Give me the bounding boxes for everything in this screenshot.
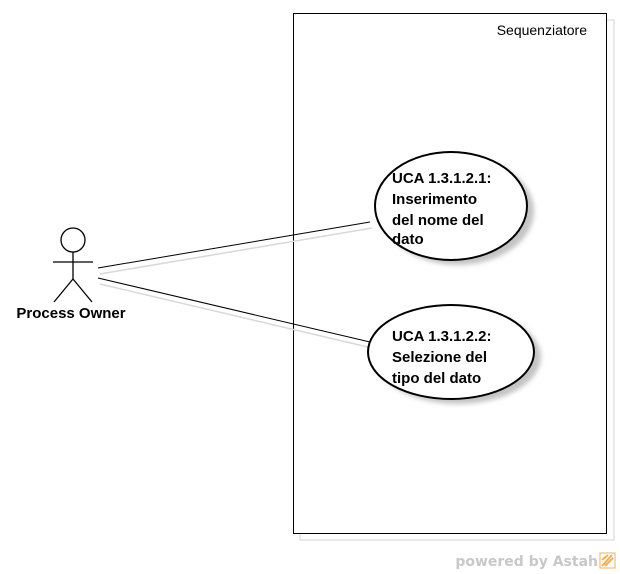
system-boundary-frame [293, 13, 607, 534]
association-uc2[interactable] [97, 277, 373, 349]
use-case-2-line-2: Selezione del [392, 349, 487, 366]
actor-stick-figure [53, 227, 93, 303]
use-case-ellipse [374, 151, 528, 261]
use-case-1-line-3: del nome del [392, 212, 484, 229]
astah-logo-icon [599, 552, 616, 569]
system-boundary[interactable]: Sequenziatore [293, 13, 615, 541]
use-case-ellipse [367, 304, 535, 400]
use-case-2-line-3: tipo del dato [392, 370, 481, 387]
actor-label: Process Owner [16, 305, 125, 322]
use-case-uca-1-3-1-2-2[interactable]: UCA 1.3.1.2.2: Selezione del tipo del da… [367, 304, 541, 404]
use-case-1-line-4: dato [392, 231, 424, 248]
use-case-1-line-1: UCA 1.3.1.2.1: [392, 170, 492, 187]
use-case-uca-1-3-1-2-1[interactable]: UCA 1.3.1.2.1: Inserimento del nome del … [374, 151, 534, 265]
actor-process-owner[interactable]: Process Owner [16, 227, 126, 322]
logo-mark [601, 554, 614, 567]
use-case-1-line-2: Inserimento [392, 191, 477, 208]
watermark-text: powered by Astah [455, 554, 598, 570]
system-boundary-label: Sequenziatore [497, 22, 588, 38]
astah-watermark: powered by Astah [455, 552, 616, 570]
association-uc1[interactable] [97, 221, 373, 275]
use-case-2-line-1: UCA 1.3.1.2.2: [392, 328, 492, 345]
